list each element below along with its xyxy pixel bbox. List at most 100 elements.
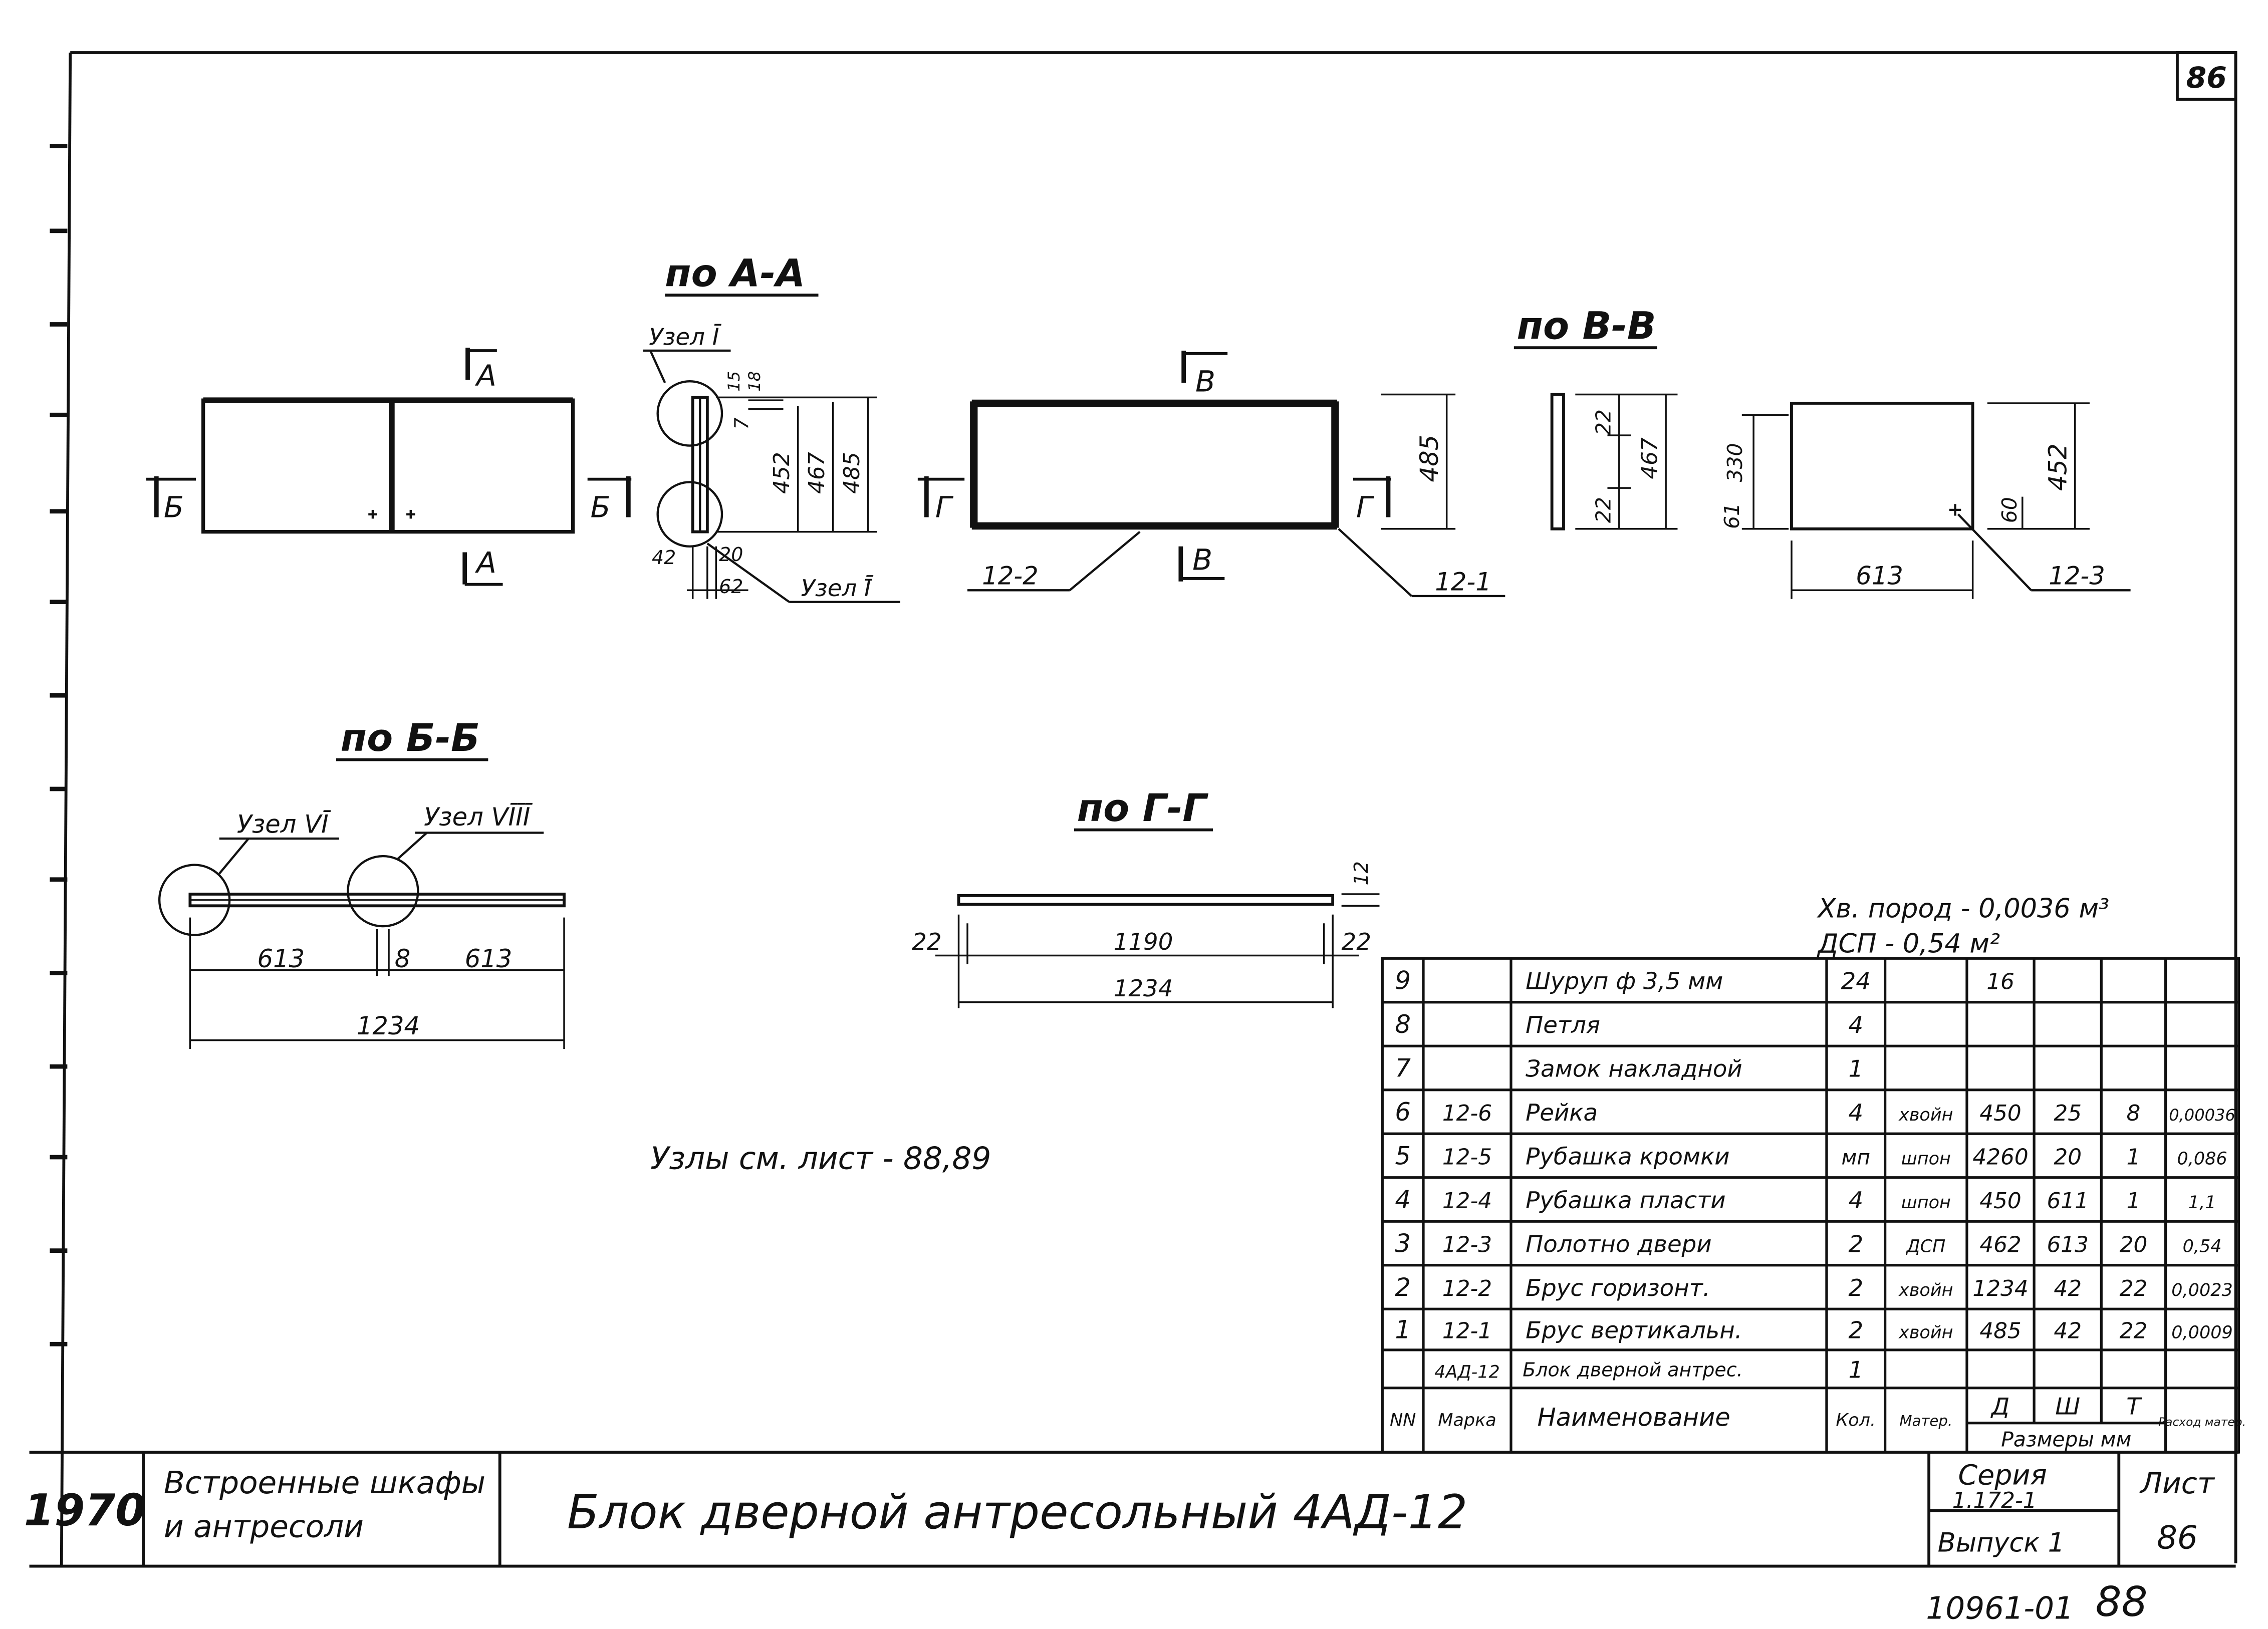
- row-3-cons: 0,54: [2183, 1237, 2222, 1257]
- section-mark-v-bottom: В: [1192, 542, 1212, 577]
- row-2-cons: 0,0023: [2171, 1280, 2232, 1300]
- view-title-gg: по Г-Г: [1077, 786, 1209, 830]
- view-titles: по А-А по В-В по Б-Б по Г-Г Узлы см. лис…: [336, 251, 1657, 1176]
- row-1-mark: 12-1: [1442, 1318, 1492, 1344]
- title-block: 1970 Встроенные шкафы и антресоли Блок д…: [24, 1451, 2239, 1566]
- row-7-qty: 1: [1848, 1056, 1863, 1083]
- row-2-t: 22: [2120, 1276, 2148, 1301]
- row-6-w: 25: [2054, 1101, 2082, 1126]
- parts-table: 9 Шуруп ф 3,5 мм 24 16 8 Петля 4 7 Замок…: [1381, 957, 2246, 1454]
- title-section-line1: Встроенные шкафы: [164, 1465, 485, 1501]
- front-view: А А Б Б: [146, 348, 632, 586]
- section-mark-b-left: Б: [164, 490, 184, 524]
- row-4-cons: 1,1: [2188, 1193, 2216, 1213]
- row-6-cons: 0,00036: [2169, 1106, 2235, 1125]
- corner-sheet-box: 86: [2176, 51, 2237, 101]
- header-dim-l: Д: [1990, 1393, 2009, 1420]
- dim-panel-60: 60: [1997, 497, 2022, 523]
- node-1-label: Узел Ī: [649, 324, 722, 351]
- row-6-mark: 12-6: [1442, 1101, 1492, 1126]
- dim-20: 20: [719, 544, 743, 566]
- row-5-material: шпон: [1901, 1149, 1951, 1169]
- dim-vv-467: 467: [1637, 437, 1663, 479]
- row-4-name: Рубашка пласти: [1526, 1187, 1725, 1214]
- archive-stamp: 10961-01 88: [1926, 1578, 2147, 1626]
- dim-frame-485: 485: [1415, 435, 1444, 482]
- row-5-w: 20: [2054, 1145, 2082, 1170]
- series-value: 1.172-1: [1952, 1488, 2037, 1513]
- section-mark-g-left: Г: [935, 490, 954, 524]
- row-5-cons: 0,086: [2177, 1149, 2227, 1169]
- issue-label: Выпуск 1: [1938, 1527, 2065, 1558]
- row-4-l: 450: [1979, 1188, 2021, 1214]
- dim-gg-22-right: 22: [1342, 929, 1371, 956]
- callout-12-2: 12-2: [982, 562, 1039, 591]
- dim-42: 42: [652, 547, 676, 569]
- dim-panel-330: 330: [1723, 443, 1747, 482]
- header-qty: Кол.: [1836, 1411, 1876, 1431]
- row-2-name: Брус горизонт.: [1526, 1275, 1710, 1302]
- header-consumption: Расход матер.: [2158, 1415, 2246, 1429]
- row-3-name: Полотно двери: [1526, 1231, 1711, 1258]
- row-6-qty: 4: [1848, 1100, 1863, 1127]
- dim-452: 452: [769, 452, 795, 493]
- row-1-cons: 0,0009: [2171, 1323, 2232, 1343]
- row-2-qty: 2: [1848, 1275, 1863, 1302]
- row-1-num: 1: [1395, 1315, 1411, 1344]
- callout-12-3: 12-3: [2049, 562, 2105, 591]
- dim-bb-613-left: 613: [258, 944, 305, 973]
- header-mark: Марка: [1438, 1411, 1496, 1431]
- dim-vv-22-bottom: 22: [1591, 497, 1615, 523]
- row-5-l: 4260: [1972, 1145, 2028, 1170]
- row-3-l: 462: [1979, 1232, 2021, 1258]
- dim-bb-613-right: 613: [465, 944, 513, 973]
- section-vv: 22 22 467: [1550, 393, 1678, 530]
- dim-gg-1190: 1190: [1114, 929, 1173, 956]
- row-assembly-mark: 4АД-12: [1434, 1362, 1500, 1382]
- section-mark-g-right: Г: [1356, 490, 1375, 524]
- title-year: 1970: [24, 1485, 146, 1536]
- dim-485: 485: [839, 452, 865, 493]
- row-4-t: 1: [2127, 1188, 2141, 1214]
- row-1-t: 22: [2120, 1318, 2148, 1344]
- row-4-mark: 12-4: [1442, 1188, 1492, 1214]
- sheet-value: 86: [2157, 1519, 2198, 1557]
- header-num: NN: [1390, 1411, 1416, 1431]
- corner-sheet-number: 86: [2186, 61, 2227, 95]
- node-6-label: Узел VĪ: [237, 809, 331, 839]
- section-mark-a-top: А: [474, 359, 496, 393]
- row-5-qty: мп: [1842, 1146, 1871, 1170]
- dim-panel-613: 613: [1856, 562, 1903, 591]
- dim-15: 15: [724, 371, 743, 392]
- material-summary: Хв. пород - 0,0036 м³ ДСП - 0,54 м²: [1816, 894, 2109, 959]
- row-8-name: Петля: [1526, 1012, 1600, 1039]
- dim-panel-61: 61: [1720, 503, 1744, 529]
- row-2-l: 1234: [1972, 1276, 2028, 1301]
- row-6-material: хвойн: [1898, 1105, 1953, 1125]
- header-dim-t: Т: [2126, 1393, 2142, 1420]
- dim-gg-1234: 1234: [1114, 975, 1173, 1002]
- view-title-bb: по Б-Б: [341, 716, 480, 760]
- row-1-l: 485: [1979, 1318, 2021, 1344]
- row-6-l: 450: [1979, 1101, 2021, 1126]
- row-3-t: 20: [2120, 1232, 2148, 1258]
- section-mark-v-top: В: [1195, 365, 1215, 399]
- row-8-num: 8: [1395, 1010, 1411, 1039]
- row-4-qty: 4: [1848, 1187, 1863, 1214]
- section-mark-b-right: Б: [591, 490, 611, 524]
- dim-18: 18: [745, 371, 764, 392]
- row-1-material: хвойн: [1898, 1323, 1953, 1343]
- header-material: Матер.: [1899, 1413, 1952, 1430]
- row-2-num: 2: [1395, 1273, 1411, 1302]
- view-title-vv: по В-В: [1517, 304, 1656, 348]
- row-5-t: 1: [2127, 1145, 2141, 1170]
- row-4-num: 4: [1395, 1185, 1411, 1214]
- row-5-num: 5: [1395, 1142, 1411, 1171]
- node-8-label: Узел VĪĪĪ: [424, 802, 533, 832]
- callout-12-1: 12-1: [1435, 567, 1491, 596]
- section-bb: Узел VĪ Узел VĪĪĪ 613 8 613 1234: [158, 802, 566, 1049]
- header-dim-w: Ш: [2055, 1393, 2080, 1420]
- dim-gg-22-left: 22: [912, 929, 941, 956]
- dim-gg-12: 12: [1350, 861, 1372, 885]
